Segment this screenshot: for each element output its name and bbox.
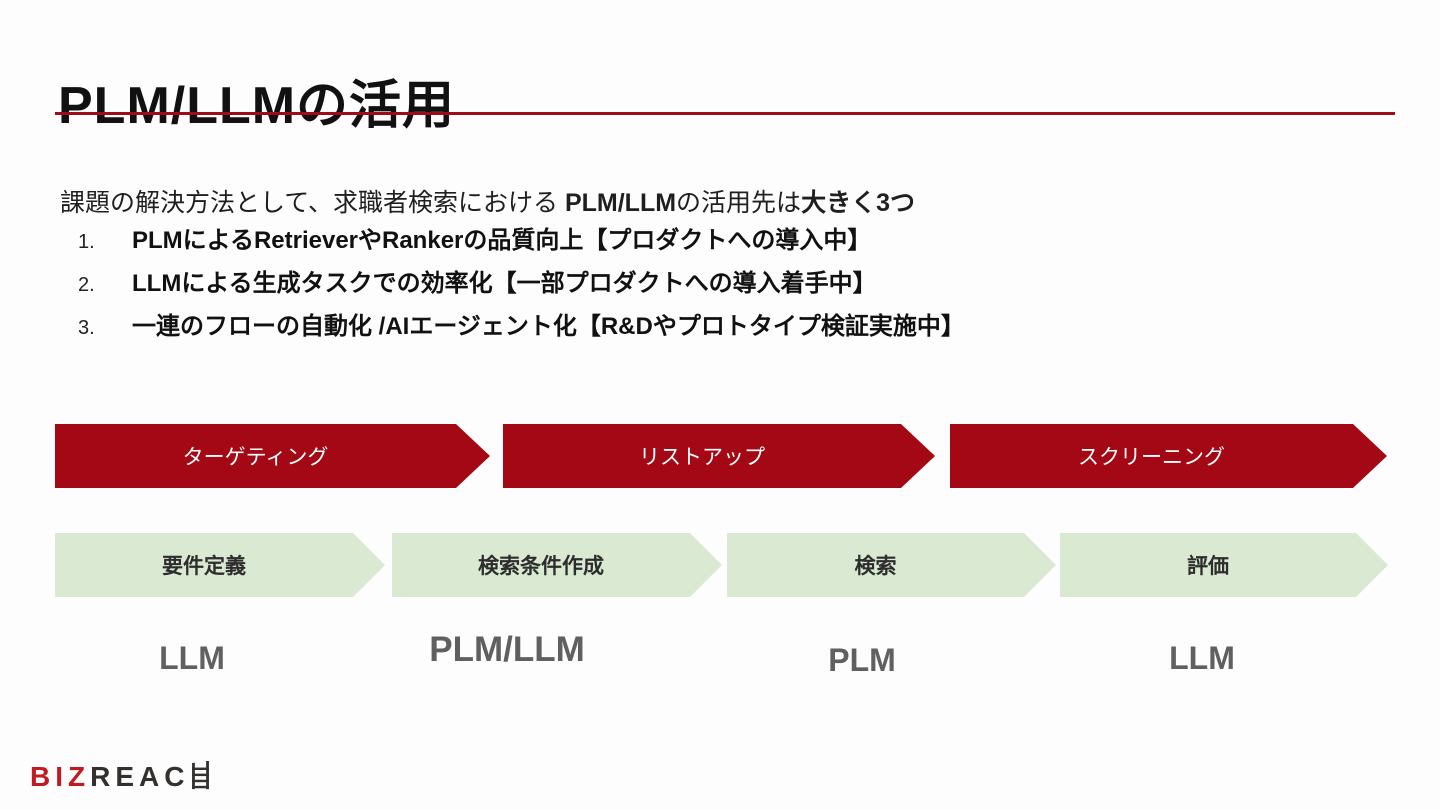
substep-arrow-label: 評価: [1187, 555, 1229, 578]
intro-text: 課題の解決方法として、求職者検索における PLM/LLMの活用先は大きく3つ: [60, 183, 915, 219]
logo-text-biz: BIZ: [30, 761, 91, 792]
tech-label-plm-llm: PLM/LLM: [429, 630, 585, 669]
process-arrow-label: ターゲティング: [182, 446, 329, 469]
substep-arrow-label: 検索: [854, 555, 897, 578]
tech-label-llm-1: LLM: [159, 640, 225, 676]
substep-arrow-label: 検索条件作成: [478, 555, 604, 578]
process-arrow-targeting: ターゲティング: [55, 424, 490, 488]
process-arrow-screening: スクリーニング: [950, 424, 1387, 488]
process-arrow-label: スクリーニング: [1078, 446, 1225, 469]
process-arrow-label: リストアップ: [639, 446, 765, 469]
list-item-text: PLMによるRetrieverやRankerの品質向上【プロダクトへの導入中】: [132, 227, 872, 254]
list-item: 3. 一連のフローの自動化 /AIエージェント化【R&Dやプロトタイプ検証実施中…: [78, 306, 965, 340]
substep-arrow-search-conditions: 検索条件作成: [392, 533, 722, 597]
numbered-list: 1. PLMによるRetrieverやRankerの品質向上【プロダクトへの導入…: [78, 220, 965, 349]
list-item: 1. PLMによるRetrieverやRankerの品質向上【プロダクトへの導入…: [78, 220, 965, 254]
substep-arrow-evaluation: 評価: [1060, 533, 1388, 597]
ladder-h-icon: [192, 761, 210, 790]
process-arrow-listup: リストアップ: [503, 424, 935, 488]
intro-part-3: の活用先は: [676, 189, 802, 217]
list-item-number: 1.: [78, 231, 95, 253]
logo-text-reac: REAC: [90, 761, 190, 792]
substep-arrow-requirements: 要件定義: [55, 533, 385, 597]
intro-part-4: 大きく3つ: [801, 189, 915, 217]
list-item-number: 2.: [78, 274, 95, 296]
list-item-text: 一連のフローの自動化 /AIエージェント化【R&Dやプロトタイプ検証実施中】: [132, 313, 965, 340]
list-item-text: LLMによる生成タスクでの効率化【一部プロダクトへの導入着手中】: [132, 270, 877, 297]
tech-label-plm: PLM: [828, 642, 896, 678]
list-item-number: 3.: [78, 317, 95, 339]
list-item: 2. LLMによる生成タスクでの効率化【一部プロダクトへの導入着手中】: [78, 263, 965, 297]
title-underline: [55, 112, 1395, 115]
intro-part-2: PLM/LLM: [564, 189, 677, 217]
substep-arrow-search: 検索: [727, 533, 1056, 597]
tech-label-llm-2: LLM: [1169, 640, 1235, 676]
page-title: PLM/LLMの活用: [58, 76, 456, 135]
intro-part-1: 課題の解決方法として、求職者検索における: [60, 189, 565, 217]
substep-arrow-label: 要件定義: [162, 555, 246, 578]
